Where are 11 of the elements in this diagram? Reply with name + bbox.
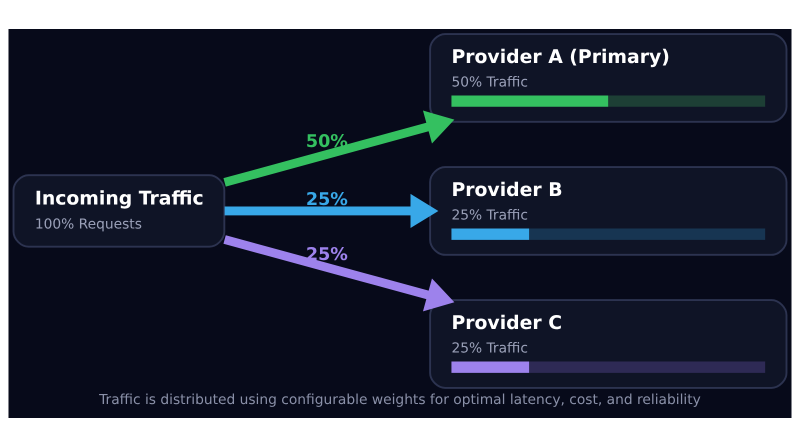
node-box: Incoming Traffic 100% Requests	[12, 174, 226, 248]
edge-label: 25%	[306, 244, 348, 265]
node-box: Provider A (Primary) 50% Traffic	[429, 32, 788, 122]
node-box: Provider C 25% Traffic	[429, 298, 788, 388]
node-box: Provider B 25% Traffic	[429, 166, 788, 256]
arrow	[224, 193, 438, 228]
edge-label: 50%	[306, 132, 348, 152]
arrow	[223, 110, 454, 186]
caption: Traffic is distributed using configurable weights for optimal latency, cost, and reliability	[99, 391, 701, 408]
arrow	[223, 234, 454, 311]
edge-label: 25%	[306, 189, 348, 210]
